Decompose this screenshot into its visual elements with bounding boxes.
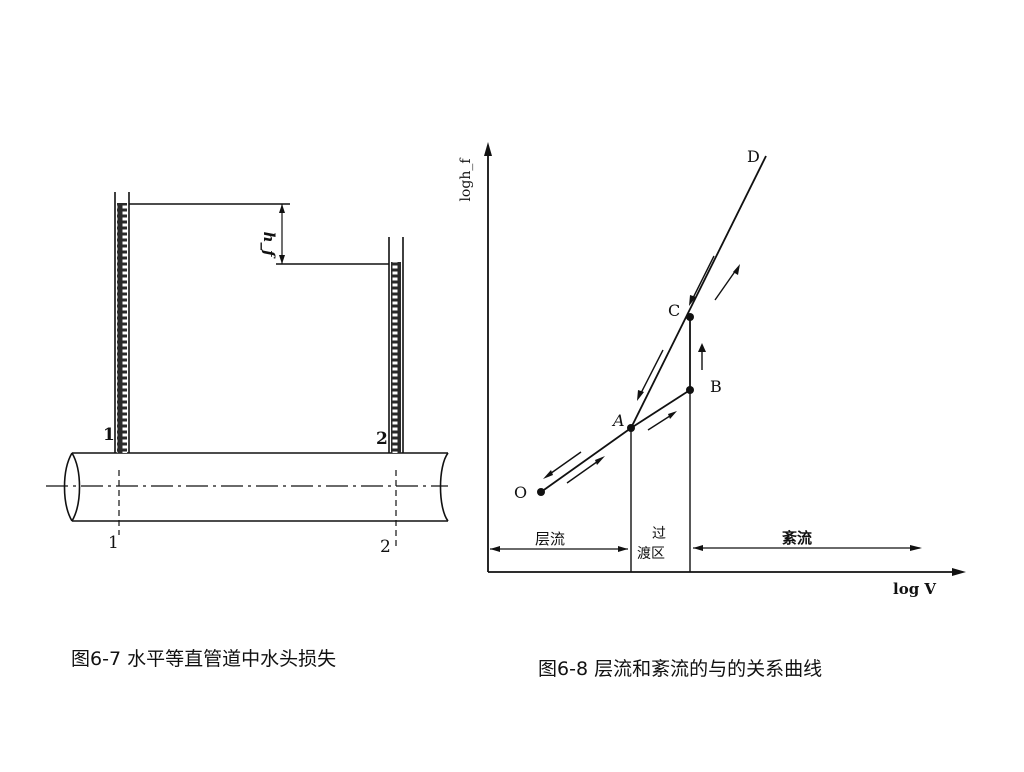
region-transition-1: 过	[652, 526, 666, 542]
label-B: B	[710, 377, 722, 396]
arrow-AB-up-head	[668, 411, 677, 419]
pipe-diagram	[46, 192, 449, 550]
head-loss-label: h_f	[260, 232, 278, 259]
region-turbulent: 紊流	[782, 529, 812, 547]
caption-fig-6-7: 图6-7 水平等直管道中水头损失	[71, 648, 337, 670]
arrow-DC-down	[691, 255, 715, 301]
label-C: C	[668, 301, 680, 320]
head-loss-arrow-up	[279, 204, 285, 213]
point-C	[686, 313, 694, 321]
pipe-left-end-inner	[71, 452, 81, 522]
tube1-bottom-label: 1	[108, 533, 119, 553]
region-transition-2: 渡区	[637, 546, 665, 562]
line-AB	[630, 389, 691, 429]
point-O	[537, 488, 545, 496]
label-A: A	[611, 411, 625, 430]
arrow-OA-up	[566, 458, 602, 484]
arrow-CD-up	[714, 269, 737, 301]
x-axis-arrow	[952, 568, 966, 576]
region-arrows	[490, 545, 922, 552]
x-axis-label: log V	[893, 580, 936, 598]
arrow-OA-up-head	[595, 456, 605, 465]
region-laminar: 层流	[535, 530, 565, 548]
curve-points	[537, 313, 694, 496]
pipe-right-end	[439, 452, 449, 522]
arrow-OA-down	[546, 451, 582, 477]
label-O: O	[514, 483, 527, 502]
arrow-CD-up-head	[733, 264, 740, 275]
tube2-bottom-label: 2	[380, 537, 391, 557]
label-D: D	[747, 147, 760, 166]
tube2-water-column	[391, 262, 401, 453]
y-axis-label: logh_f	[458, 157, 474, 202]
loss-curve-diagram	[484, 142, 966, 576]
arrow-CA-down	[639, 349, 664, 396]
point-A	[627, 424, 635, 432]
tube1-top-label: 1	[103, 425, 115, 445]
arrow-CA-down-head	[637, 390, 644, 401]
direction-arrows	[543, 255, 740, 484]
arrow-DC-down-head	[689, 295, 696, 306]
y-axis-arrow	[484, 142, 492, 156]
arrow-BC-up-head	[698, 343, 706, 352]
caption-fig-6-8: 图6-8 层流和紊流的与的关系曲线	[538, 658, 823, 680]
arrow-AB-up	[647, 413, 674, 431]
tube2-top-label: 2	[376, 429, 388, 449]
tube1-water-column	[117, 203, 127, 453]
turbulent-line-AD	[630, 155, 767, 429]
point-B	[686, 386, 694, 394]
pipe-left-end	[63, 452, 73, 522]
laminar-line-OA	[540, 427, 632, 493]
head-loss-arrow-down	[279, 255, 285, 264]
arrow-OA-down-head	[543, 470, 553, 479]
